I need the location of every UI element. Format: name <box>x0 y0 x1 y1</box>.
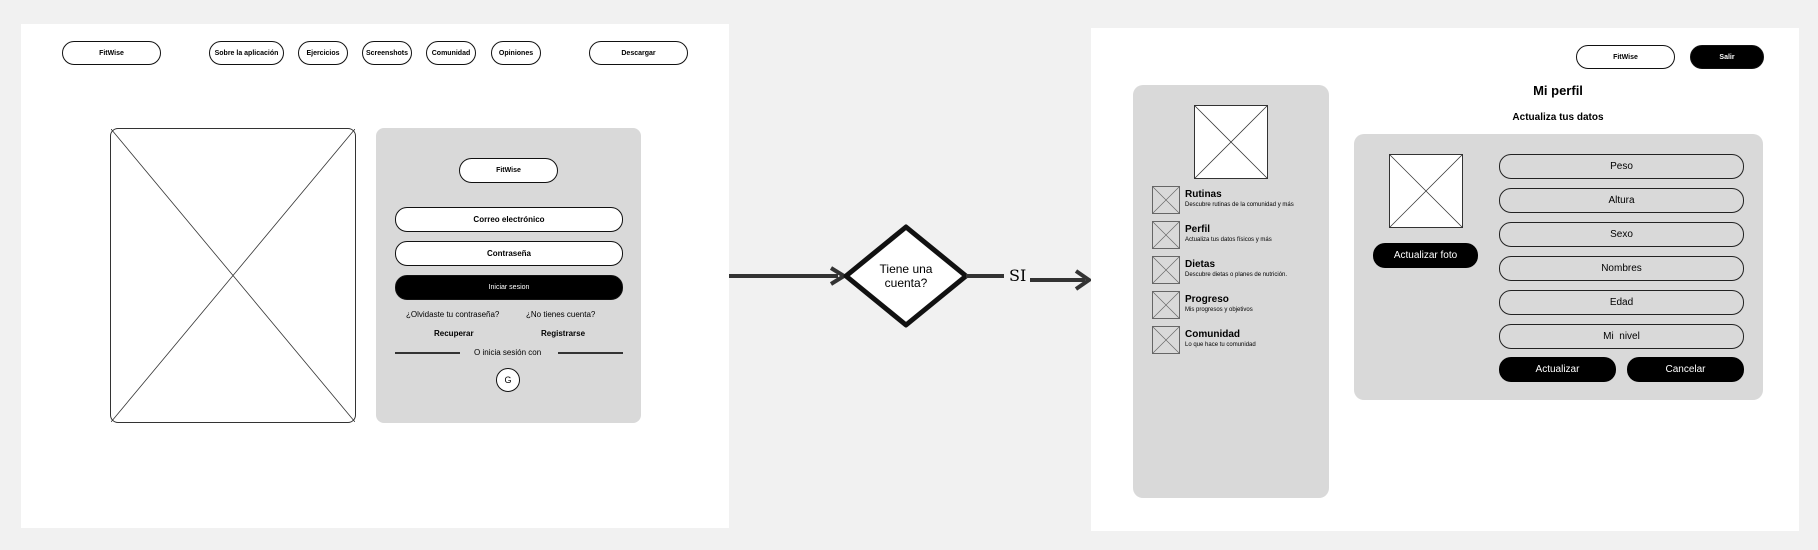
nav-about-button[interactable]: Sobre la aplicación <box>209 41 284 65</box>
sidebar-image-placeholder <box>1194 105 1268 179</box>
sidebar-item-title: Dietas <box>1185 259 1216 270</box>
yes-label: SI <box>1009 266 1027 285</box>
page-subtitle: Actualiza tus datos <box>1512 112 1604 123</box>
level-field[interactable]: Mi nivel <box>1499 324 1744 349</box>
weight-field[interactable]: Peso <box>1499 154 1744 179</box>
sidebar-item-desc: Mis progresos y objetivos <box>1185 307 1253 313</box>
nav-reviews-button[interactable]: Opiniones <box>491 41 541 65</box>
update-photo-button[interactable]: Actualizar foto <box>1373 243 1478 268</box>
nav-exercises-button[interactable]: Ejercicios <box>298 41 348 65</box>
nav-download-button[interactable]: Descargar <box>589 41 688 65</box>
sidebar-item-title: Comunidad <box>1185 329 1240 340</box>
sidebar-item-desc: Descubre rutinas de la comunidad y más <box>1185 202 1294 208</box>
cancel-button[interactable]: Cancelar <box>1627 357 1744 382</box>
progreso-icon <box>1152 291 1180 319</box>
sidebar-item-desc: Descubre dietas o planes de nutrición. <box>1185 272 1288 278</box>
forgot-password-text: ¿Olvidaste tu contraseña? <box>406 310 500 319</box>
sidebar-panel: Rutinas Descubre rutinas de la comunidad… <box>1133 85 1329 498</box>
login-button[interactable]: Iniciar sesion <box>395 275 623 300</box>
google-login-button[interactable]: G <box>496 368 520 392</box>
no-account-text: ¿No tienes cuenta? <box>526 310 596 319</box>
page-title: Mi perfil <box>1533 83 1583 98</box>
rutinas-icon <box>1152 186 1180 214</box>
arrowhead-decision <box>829 266 848 286</box>
dietas-icon <box>1152 256 1180 284</box>
password-field[interactable]: Contraseña <box>395 241 623 266</box>
divider-right <box>558 352 623 354</box>
sidebar-item-dietas[interactable]: Dietas Descubre dietas o planes de nutri… <box>1152 256 1322 284</box>
sidebar-item-desc: Lo que hace tu comunidad <box>1185 342 1256 348</box>
nav-logo-button[interactable]: FitWise <box>62 41 161 65</box>
profile-frame: FitWise Salir Rutinas Descubre rutinas d… <box>1091 28 1799 531</box>
register-link[interactable]: Registrarse <box>541 329 586 338</box>
login-panel: FitWise Correo electrónico Contraseña In… <box>376 128 641 423</box>
landing-frame: FitWise Sobre la aplicación Ejercicios S… <box>21 24 729 528</box>
or-login-with-text: O inicia sesión con <box>474 348 542 357</box>
profile-form-panel: Actualizar foto Peso Altura Sexo Nombres… <box>1354 134 1763 400</box>
sidebar-item-rutinas[interactable]: Rutinas Descubre rutinas de la comunidad… <box>1152 186 1322 214</box>
sidebar-item-title: Rutinas <box>1185 189 1222 200</box>
sidebar-item-progreso[interactable]: Progreso Mis progresos y objetivos <box>1152 291 1322 319</box>
nav-community-button[interactable]: Comunidad <box>426 41 476 65</box>
recover-link[interactable]: Recuperar <box>434 329 474 338</box>
email-field[interactable]: Correo electrónico <box>395 207 623 232</box>
age-field[interactable]: Edad <box>1499 290 1744 315</box>
height-field[interactable]: Altura <box>1499 188 1744 213</box>
exit-button[interactable]: Salir <box>1690 45 1764 69</box>
sex-field[interactable]: Sexo <box>1499 222 1744 247</box>
sidebar-item-desc: Actualiza tus datos físicos y más <box>1185 237 1272 243</box>
login-logo: FitWise <box>459 158 558 183</box>
profile-photo-placeholder <box>1389 154 1463 228</box>
hero-image-placeholder <box>110 128 356 423</box>
update-button[interactable]: Actualizar <box>1499 357 1616 382</box>
sidebar-item-title: Progreso <box>1185 294 1229 305</box>
divider-left <box>395 352 460 354</box>
arrowhead-profile <box>1074 269 1093 291</box>
header-logo-button[interactable]: FitWise <box>1576 45 1675 69</box>
decision-text: Tiene una cuenta? <box>879 262 933 290</box>
comunidad-icon <box>1152 326 1180 354</box>
sidebar-item-title: Perfil <box>1185 224 1211 235</box>
nav-screenshots-button[interactable]: Screenshots <box>362 41 412 65</box>
perfil-icon <box>1152 221 1180 249</box>
sidebar-item-comunidad[interactable]: Comunidad Lo que hace tu comunidad <box>1152 326 1322 354</box>
names-field[interactable]: Nombres <box>1499 256 1744 281</box>
sidebar-item-perfil[interactable]: Perfil Actualiza tus datos físicos y más <box>1152 221 1322 249</box>
